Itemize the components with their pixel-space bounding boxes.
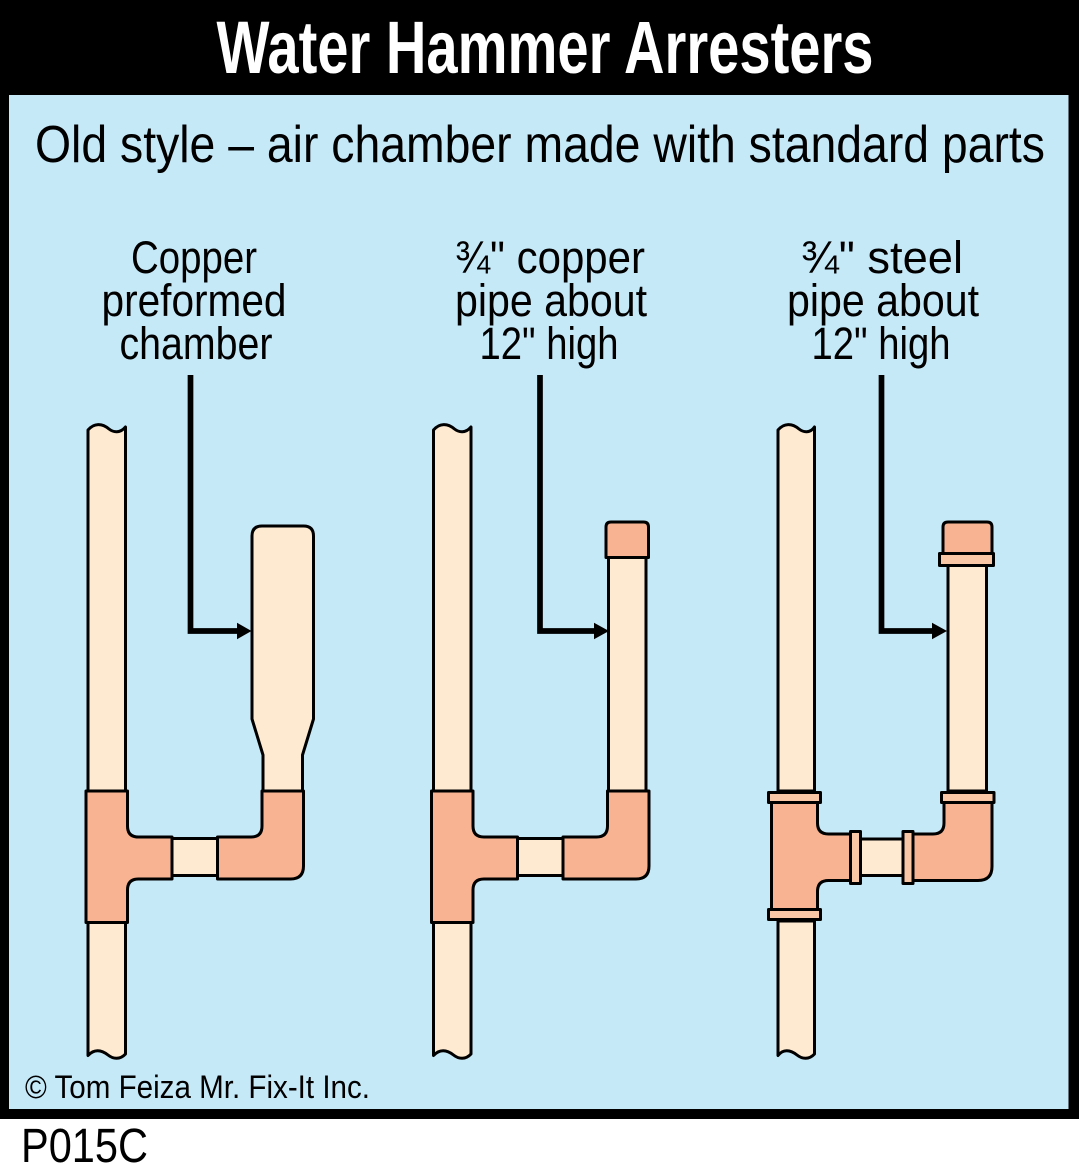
svg-text:Old style – air chamber made w: Old style – air chamber made with standa… xyxy=(35,116,1045,174)
svg-text:Water Hammer Arresters: Water Hammer Arresters xyxy=(217,6,874,89)
svg-text:pipe about: pipe about xyxy=(455,275,647,326)
svg-text:P015C: P015C xyxy=(21,1120,148,1165)
svg-text:12" high: 12" high xyxy=(812,318,951,369)
svg-text:¾" copper: ¾" copper xyxy=(455,232,645,283)
svg-text:pipe about: pipe about xyxy=(787,275,979,326)
svg-text:Copper: Copper xyxy=(131,232,257,283)
svg-text:chamber: chamber xyxy=(120,318,273,369)
svg-text:© Tom Feiza Mr. Fix-It Inc.: © Tom Feiza Mr. Fix-It Inc. xyxy=(25,1069,370,1105)
svg-text:¾" steel: ¾" steel xyxy=(801,232,963,283)
svg-text:12" high: 12" high xyxy=(480,318,619,369)
svg-text:preformed: preformed xyxy=(102,275,287,326)
